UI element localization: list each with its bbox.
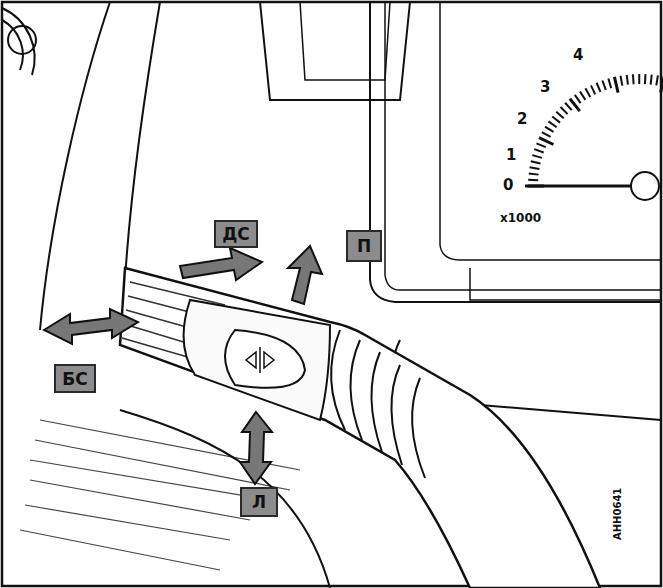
tacho-tick [638,74,640,84]
direction-label-box: ДС [214,220,258,248]
tacho-tick [651,75,652,85]
tacho-tick [656,75,658,85]
needle-hub [631,172,659,200]
tacho-tick [529,174,539,175]
beam-symbol [264,352,274,368]
tacho-tick [532,155,542,158]
direction-label-box: П [346,230,382,262]
tacho-tick [575,95,581,103]
vent-ring [8,26,36,54]
stalk-collar-rings [331,330,425,478]
tacho-ticks [528,74,663,186]
tacho-tick [627,75,628,85]
direction-arrow [240,412,272,484]
direction-arrow [288,246,322,304]
tacho-number: 1 [506,146,516,164]
tacho-tick [528,179,538,182]
tacho-tick [661,77,663,93]
tacho-tick [536,143,545,147]
tacho-number: 0 [503,176,513,194]
tacho-tick [552,116,560,122]
beam-symbol [259,347,261,373]
direction-label: Л [252,492,266,512]
beam-symbol [246,347,274,373]
tacho-number: 3 [540,78,550,96]
stalk-lever [120,268,600,588]
tacho-tick [591,85,595,94]
tacho-tick [608,79,611,89]
beam-symbol [246,352,256,368]
tacho-tick [561,107,568,114]
direction-label: БС [62,369,87,389]
tacho-scale: x1000 [500,211,541,225]
tacho-tick [585,88,590,97]
cluster-outline [370,2,661,302]
gauge-window [440,2,661,260]
panel-outline [260,2,410,100]
tacho-tick [545,127,553,132]
cluster-outline [385,2,661,290]
tacho-tick [531,161,541,163]
stalk-button [225,330,305,388]
direction-label: ДС [222,224,250,244]
direction-label-box: Л [240,487,278,517]
tacho-tick [539,138,553,145]
tacho-tick [621,76,623,86]
tacho-tick [602,80,605,89]
tacho-tick [542,132,551,137]
watermark: AHH0641 [612,488,623,540]
tacho-needle [525,185,640,188]
tacho-tick [580,91,585,99]
direction-arrow [44,309,138,344]
tacho-tick [644,74,646,84]
tacho-tick [534,149,543,152]
stalk-switch [184,300,330,420]
direction-label: П [357,236,371,256]
tacho-tick [556,112,563,119]
dash-edge [40,2,110,330]
vent-arc [2,20,23,70]
gauge-window [470,268,661,300]
tacho-tick [614,77,618,93]
dash-edge [125,2,160,280]
tacho-tick [530,167,540,169]
shroud-edge [120,410,330,588]
panel-outline [300,2,390,80]
tacho-tick [565,103,572,110]
direction-arrow [180,248,262,280]
direction-label-box: БС [54,364,96,393]
vent-arc [2,8,35,75]
tacho-number: 2 [517,110,527,128]
tacho-tick [548,121,556,127]
tacho-number: 4 [573,46,583,64]
tacho-tick [632,74,635,84]
tacho-tick [597,83,601,92]
